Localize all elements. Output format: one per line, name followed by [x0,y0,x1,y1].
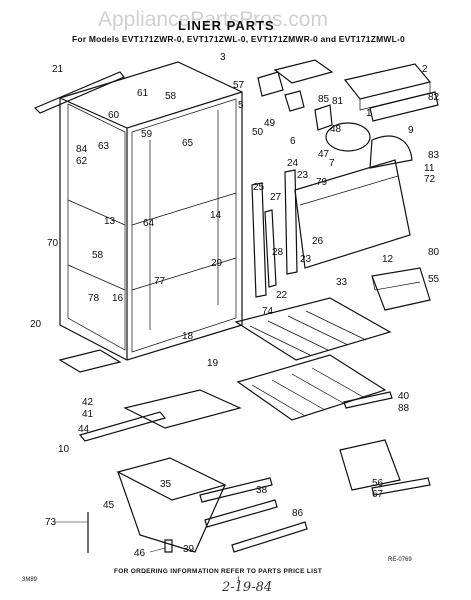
callout: 81 [332,96,344,107]
shelf-channels [251,169,298,298]
callout: 19 [207,358,219,369]
callout: 83 [428,150,440,161]
callout: 44 [78,424,90,435]
callout: 84 [76,144,88,155]
callout: 48 [330,124,342,135]
callout: 58 [165,91,177,102]
page-number: 1 [237,577,241,583]
ice-tray-assembly [257,59,439,122]
callout: 79 [316,177,328,188]
callout: 11 [424,163,435,174]
callout: 12 [382,254,394,265]
callout: 20 [30,319,42,330]
crisper-drawer [78,411,227,553]
handwritten-note: 2-19-84 [222,580,273,595]
callout: 63 [98,141,110,152]
callout: 9 [408,125,414,136]
ordering-note: FOR ORDERING INFORMATION REFER TO PARTS … [114,568,323,575]
callout: 22 [276,290,288,301]
callout: 55 [428,274,440,285]
figure-id: RE-0769 [388,557,412,563]
callout: 23 [300,254,312,265]
callout: 88 [398,403,410,414]
callout: 40 [398,391,410,402]
callout: 14 [210,210,222,221]
callout: 41 [82,409,94,420]
callout: 70 [47,238,59,249]
callout: 62 [76,156,88,167]
callout: 49 [264,118,276,129]
callout: 65 [182,138,194,149]
callout: 42 [82,397,94,408]
callout: 45 [103,500,115,511]
callout: 46 [134,548,146,559]
callout: 10 [58,444,70,455]
callout: 47 [318,149,330,160]
drawer-rails [199,391,393,553]
callout: 18 [182,331,194,342]
dairy-bin [371,267,431,311]
callout: 28 [272,247,284,258]
callout: 21 [52,64,64,75]
callout-labels: 21 3 2 57 61 58 60 59 65 85 81 82 5 49 5… [30,52,440,559]
callout: 29 [211,258,223,269]
liner-cabinet [59,61,243,361]
crisper-bin [339,439,431,496]
callout: 59 [141,129,153,140]
diagram-title: LINER PARTS [178,18,275,33]
wire-shelves [234,297,392,421]
callout: 72 [424,174,436,185]
callout: 60 [108,110,120,121]
callout: 73 [45,517,57,528]
callout: 35 [160,479,172,490]
callout: 74 [262,306,274,317]
callout: 16 [112,293,124,304]
callout: 57 [233,80,245,91]
callout: 82 [428,92,440,103]
fan-duct-assembly [314,104,413,169]
callout: 27 [270,192,282,203]
callout: 2 [422,64,428,75]
callout: 86 [292,508,304,519]
rear-panel [294,159,411,269]
callout: 85 [318,94,330,105]
watermark: AppliancePartsPros.com [98,8,328,31]
callout: 64 [143,218,155,229]
callout: 6 [290,136,296,147]
callout: 5 [238,100,244,111]
callout: 56 [372,478,384,489]
callout: 13 [104,216,116,227]
callout: 38 [256,485,268,496]
callout: 77 [154,276,166,287]
fasteners [55,512,173,553]
callout: 58 [92,250,104,261]
callout: 78 [88,293,100,304]
callout: 67 [372,489,384,500]
diagram-subtitle: For Models EVT171ZWR-0, EVT171ZWL-0, EVT… [72,34,405,44]
callout: 25 [253,182,265,193]
callout: 24 [287,158,299,169]
callout: 33 [336,277,348,288]
callout: 1 [366,108,372,119]
callout: 80 [428,247,440,258]
callout: 3 [220,52,226,63]
top-rail [33,71,125,114]
callout: 26 [312,236,324,247]
callout: 23 [297,170,309,181]
callout: 7 [329,158,335,169]
callout: 50 [252,127,264,138]
callout: 39 [183,544,195,555]
page-code: 3M89 [22,577,38,583]
callout: 61 [137,88,149,99]
